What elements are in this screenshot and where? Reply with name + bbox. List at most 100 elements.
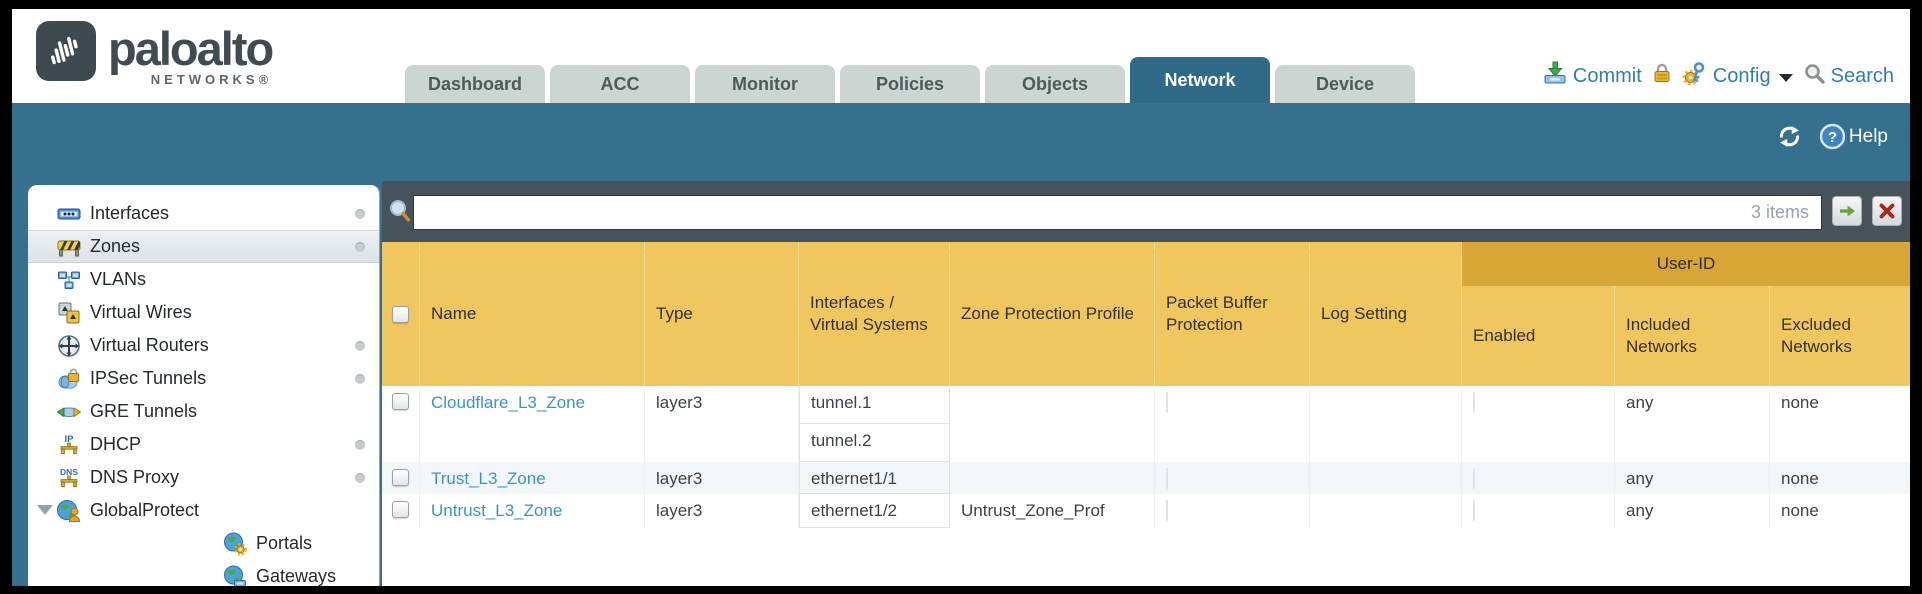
zone-name-cell: Trust_L3_Zone bbox=[420, 462, 645, 494]
red-x-icon bbox=[1879, 203, 1895, 219]
sidebar-item-label: VLANs bbox=[90, 269, 147, 289]
commit-label: Commit bbox=[1572, 64, 1642, 87]
log-setting-cell bbox=[1310, 386, 1462, 462]
zone-name-link[interactable]: Untrust_L3_Zone bbox=[431, 501, 563, 520]
zone-name-link[interactable]: Cloudflare_L3_Zone bbox=[431, 393, 586, 412]
column-header-packet-buffer-protection[interactable]: Packet Buffer Protection bbox=[1155, 242, 1310, 386]
packet-buffer-checkbox bbox=[1166, 500, 1168, 521]
brand-name: paloalto bbox=[108, 22, 274, 75]
search-button[interactable]: Search bbox=[1803, 62, 1894, 91]
status-dot bbox=[355, 241, 365, 252]
virtual-routers-icon bbox=[57, 334, 81, 358]
column-header-zone-protection-profile[interactable]: Zone Protection Profile bbox=[950, 242, 1155, 386]
tab-monitor[interactable]: Monitor bbox=[695, 65, 835, 103]
column-header-name[interactable]: Name bbox=[420, 242, 645, 386]
zone-name-link[interactable]: Trust_L3_Zone bbox=[431, 469, 546, 488]
svg-text:?: ? bbox=[1828, 129, 1837, 146]
user-id-enabled-cell bbox=[1462, 494, 1615, 528]
column-header-enabled[interactable]: Enabled bbox=[1462, 286, 1615, 386]
user-id-enabled-checkbox bbox=[1473, 392, 1475, 413]
filter-input[interactable] bbox=[414, 202, 1751, 223]
sidebar-item-label: GlobalProtect bbox=[90, 500, 200, 520]
column-header-excluded-networks[interactable]: Excluded Networks bbox=[1781, 314, 1852, 356]
row-checkbox[interactable] bbox=[392, 501, 409, 518]
column-header-type[interactable]: Type bbox=[645, 242, 799, 386]
zone-name-cell: Cloudflare_L3_Zone bbox=[420, 386, 645, 462]
search-label: Search bbox=[1830, 64, 1894, 87]
user-id-enabled-checkbox bbox=[1473, 500, 1475, 521]
sidebar-item-gateways[interactable]: Gateways bbox=[28, 560, 379, 586]
sidebar-item-label: Portals bbox=[256, 533, 313, 553]
sidebar-item-zones[interactable]: Zones bbox=[28, 230, 379, 263]
app-window: paloalto NETWORKS® Dashboard ACC Monitor… bbox=[12, 9, 1910, 586]
brand-subtitle: NETWORKS® bbox=[150, 72, 273, 87]
tab-objects[interactable]: Objects bbox=[985, 65, 1125, 103]
refresh-icon[interactable] bbox=[1776, 123, 1803, 150]
tab-dashboard[interactable]: Dashboard bbox=[405, 65, 545, 103]
clear-filter-button[interactable] bbox=[1872, 196, 1902, 226]
packet-buffer-protection-cell bbox=[1155, 494, 1310, 528]
zone-type-cell: layer3 bbox=[645, 494, 799, 528]
dns-proxy-icon: DNS bbox=[57, 466, 81, 490]
interfaces-cell: ethernet1/2 bbox=[799, 494, 950, 528]
network-sidebar: Interfaces Zones bbox=[28, 185, 380, 586]
paloalto-logo-icon bbox=[36, 21, 96, 81]
zones-table-body: Cloudflare_L3_Zone layer3 tunnel.1 tunne… bbox=[382, 386, 1910, 528]
status-dot bbox=[355, 472, 365, 483]
sidebar-item-vlans[interactable]: VLANs bbox=[28, 263, 379, 296]
svg-text:DNS: DNS bbox=[60, 467, 78, 477]
green-arrow-icon bbox=[1840, 205, 1855, 217]
row-checkbox[interactable] bbox=[392, 393, 409, 410]
sidebar-item-dns-proxy[interactable]: DNS DNS Proxy bbox=[28, 461, 379, 494]
virtual-wires-icon bbox=[57, 301, 81, 325]
commit-button[interactable]: Commit bbox=[1542, 60, 1642, 92]
column-header-interfaces[interactable]: Interfaces / Virtual Systems bbox=[799, 242, 950, 386]
sidebar-item-label: DHCP bbox=[90, 434, 142, 454]
excluded-networks-cell: none bbox=[1781, 501, 1819, 520]
table-row: Untrust_L3_Zone layer3 ethernet1/2 Untru… bbox=[382, 494, 1910, 528]
lock-icon[interactable] bbox=[1650, 61, 1674, 91]
zones-icon bbox=[57, 235, 81, 259]
sidebar-item-dhcp[interactable]: IP DHCP bbox=[28, 428, 379, 461]
interface-entry: tunnel.2 bbox=[800, 424, 949, 462]
zones-content: 3 items Name Type Interfaces / Virtual S… bbox=[382, 181, 1910, 586]
zone-protection-profile-cell: Untrust_Zone_Prof bbox=[950, 494, 1155, 528]
interfaces-cell: ethernet1/1 bbox=[799, 462, 950, 494]
items-count: 3 items bbox=[1750, 202, 1809, 222]
sidebar-item-gre-tunnels[interactable]: GRE Tunnels bbox=[28, 395, 379, 428]
packet-buffer-protection-cell bbox=[1155, 386, 1310, 462]
portals-icon bbox=[223, 532, 247, 556]
table-row: Trust_L3_Zone layer3 ethernet1/1 any non… bbox=[382, 462, 1910, 494]
config-menu[interactable]: Config bbox=[1682, 60, 1795, 92]
zone-type-cell: layer3 bbox=[645, 462, 799, 494]
sidebar-item-label: DNS Proxy bbox=[90, 467, 180, 487]
sidebar-item-interfaces[interactable]: Interfaces bbox=[28, 197, 379, 230]
column-header-included-networks[interactable]: Included Networks bbox=[1615, 286, 1770, 386]
sidebar-item-globalprotect[interactable]: GlobalProtect bbox=[28, 494, 379, 527]
tab-network[interactable]: Network bbox=[1130, 57, 1270, 103]
tab-policies[interactable]: Policies bbox=[840, 65, 980, 103]
config-label: Config bbox=[1712, 64, 1771, 87]
svg-text:IP: IP bbox=[65, 434, 75, 445]
sidebar-item-label: GRE Tunnels bbox=[90, 401, 198, 421]
tab-device[interactable]: Device bbox=[1275, 65, 1415, 103]
sidebar-item-portals[interactable]: Portals bbox=[28, 527, 379, 560]
help-button[interactable]: ? Help bbox=[1819, 123, 1888, 150]
row-checkbox[interactable] bbox=[392, 469, 409, 486]
zone-protection-profile-cell bbox=[950, 462, 1155, 494]
top-bar: paloalto NETWORKS® Dashboard ACC Monitor… bbox=[12, 9, 1910, 103]
select-all-checkbox[interactable] bbox=[382, 242, 420, 386]
sidebar-item-virtual-wires[interactable]: Virtual Wires bbox=[28, 296, 379, 329]
interface-entry: ethernet1/1 bbox=[800, 462, 949, 494]
user-id-enabled-cell bbox=[1462, 462, 1615, 494]
zone-protection-profile-cell bbox=[950, 386, 1155, 462]
sidebar-item-virtual-routers[interactable]: Virtual Routers bbox=[28, 329, 379, 362]
row-select-cell bbox=[382, 494, 420, 528]
filter-bar: 3 items bbox=[382, 181, 1910, 242]
gateways-icon bbox=[223, 565, 247, 586]
expand-collapse-icon[interactable] bbox=[37, 505, 53, 515]
column-header-log-setting[interactable]: Log Setting bbox=[1310, 242, 1462, 386]
sidebar-item-ipsec-tunnels[interactable]: IPSec Tunnels bbox=[28, 362, 379, 395]
tab-acc[interactable]: ACC bbox=[550, 65, 690, 103]
apply-filter-button[interactable] bbox=[1832, 196, 1862, 226]
